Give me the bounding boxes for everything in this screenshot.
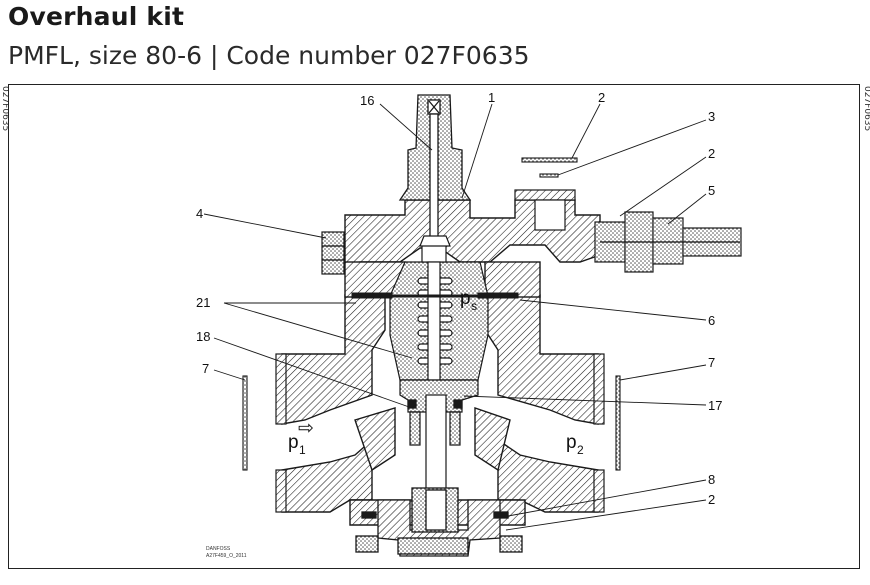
page-subtitle: PMFL, size 80-6 | Code number 027F0635: [8, 41, 530, 70]
pressure-label-ps: p: [460, 288, 471, 309]
pressure-label-p1-sub: 1: [299, 443, 306, 457]
flow-arrow-icon: ⇨: [298, 418, 314, 439]
callout-8: 8: [708, 472, 715, 487]
pressure-label-p2-sub: 2: [577, 443, 584, 457]
callout-17: 17: [708, 398, 722, 413]
side-code-left: 027F0635: [0, 86, 10, 132]
pressure-label-p1: p: [288, 432, 299, 453]
side-plug: [321, 231, 345, 275]
callout-2c: 2: [708, 492, 715, 507]
callout-7b: 7: [708, 355, 715, 370]
callout-labels: 16 1 2 3 2 4 5 21 6 18 7 7 17 8 2: [196, 90, 722, 507]
callout-18: 18: [196, 329, 210, 344]
pressure-label-ps-sub: s: [471, 299, 477, 313]
callout-3: 3: [708, 109, 715, 124]
callout-6: 6: [708, 313, 715, 328]
callout-2b: 2: [708, 146, 715, 161]
flanges: [275, 353, 605, 513]
drawing-stamp-line2: A27F459_O_2011: [206, 553, 247, 559]
callout-21: 21: [196, 295, 210, 310]
spring-assembly: [389, 235, 489, 381]
loose-parts: [242, 157, 621, 471]
valve-piston: [399, 379, 479, 496]
callout-7a: 7: [202, 361, 209, 376]
callout-5: 5: [708, 183, 715, 198]
pilot-fitting: [514, 189, 742, 273]
drawing-stamp-line1: DANFOSS: [206, 546, 231, 552]
callout-1: 1: [488, 90, 495, 105]
callout-16: 16: [360, 93, 374, 108]
drawing-stamp: DANFOSS A27F459_O_2011: [206, 546, 247, 559]
page-title: Overhaul kit: [8, 2, 185, 31]
callout-2a: 2: [598, 90, 605, 105]
bottom-cover: [355, 487, 523, 557]
pressure-label-p2: p: [566, 432, 577, 453]
pressure-labels: p 1 p 2 p s ⇨: [288, 288, 584, 457]
side-code-right: 027F0635: [862, 86, 870, 132]
leader-lines: [203, 103, 707, 531]
diaphragm: [351, 292, 519, 299]
callout-4: 4: [196, 206, 203, 221]
